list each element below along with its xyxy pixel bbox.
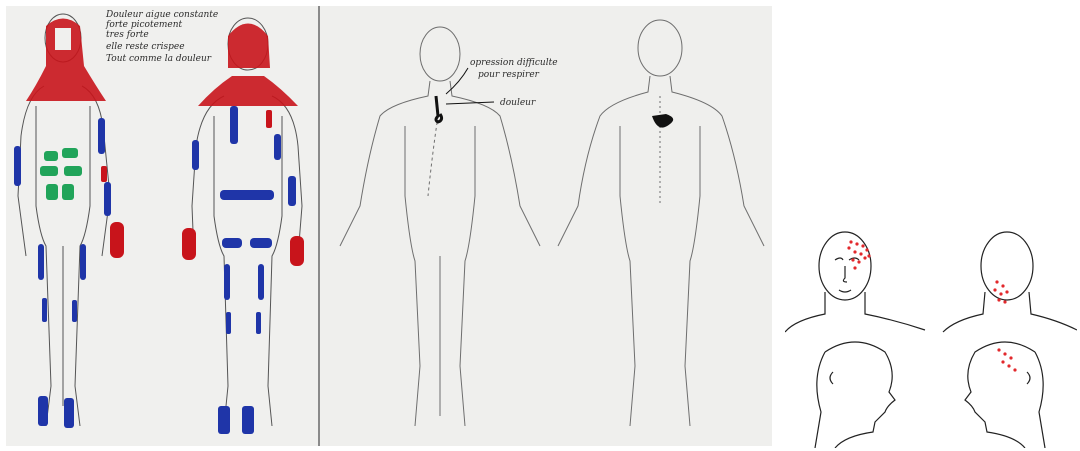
front-face bbox=[55, 28, 71, 50]
pencil-note-1: opression difficulte bbox=[470, 58, 558, 68]
front-chest-ink-mark bbox=[436, 96, 442, 122]
head-side-left-view bbox=[965, 342, 1045, 448]
front-green-area bbox=[40, 148, 82, 200]
pencil-front-figure bbox=[340, 27, 540, 426]
head-front-view bbox=[785, 232, 925, 332]
back-blue-marks bbox=[192, 106, 296, 434]
side-temple-red-dots bbox=[997, 348, 1016, 371]
colored-drawing-panel: Douleur aigue constante forte picotement… bbox=[6, 6, 318, 446]
handwritten-note-1: Douleur aigue constante bbox=[106, 10, 218, 20]
pencil-back-figure bbox=[558, 20, 764, 426]
head-side-right-view bbox=[815, 342, 895, 448]
handwritten-note-5: Tout comme la douleur bbox=[106, 54, 211, 64]
front-forehead-red-dots bbox=[847, 240, 870, 269]
handwritten-note-4: elle reste crispee bbox=[106, 42, 185, 52]
head-back-view bbox=[943, 232, 1077, 332]
back-neck-red-area bbox=[198, 76, 298, 106]
handwritten-note-3: tres forte bbox=[106, 30, 149, 40]
back-red-marks bbox=[182, 110, 304, 266]
colored-body-drawing bbox=[6, 6, 318, 446]
back-head-red-area bbox=[228, 24, 270, 69]
pencil-body-drawing bbox=[320, 6, 772, 446]
head-diagram-panel bbox=[785, 222, 1077, 448]
annotation-pointer-line-2 bbox=[446, 102, 494, 104]
pencil-drawing-panel: opression difficulte pour respirer doule… bbox=[318, 6, 772, 446]
annotation-pointer-line bbox=[446, 68, 468, 94]
pencil-note-3: douleur bbox=[500, 98, 535, 108]
handwritten-note-2: forte picotement bbox=[106, 20, 182, 30]
pencil-note-2: pour respirer bbox=[478, 70, 539, 80]
back-chest-ink-mark bbox=[652, 114, 673, 128]
head-diagrams bbox=[785, 222, 1077, 448]
